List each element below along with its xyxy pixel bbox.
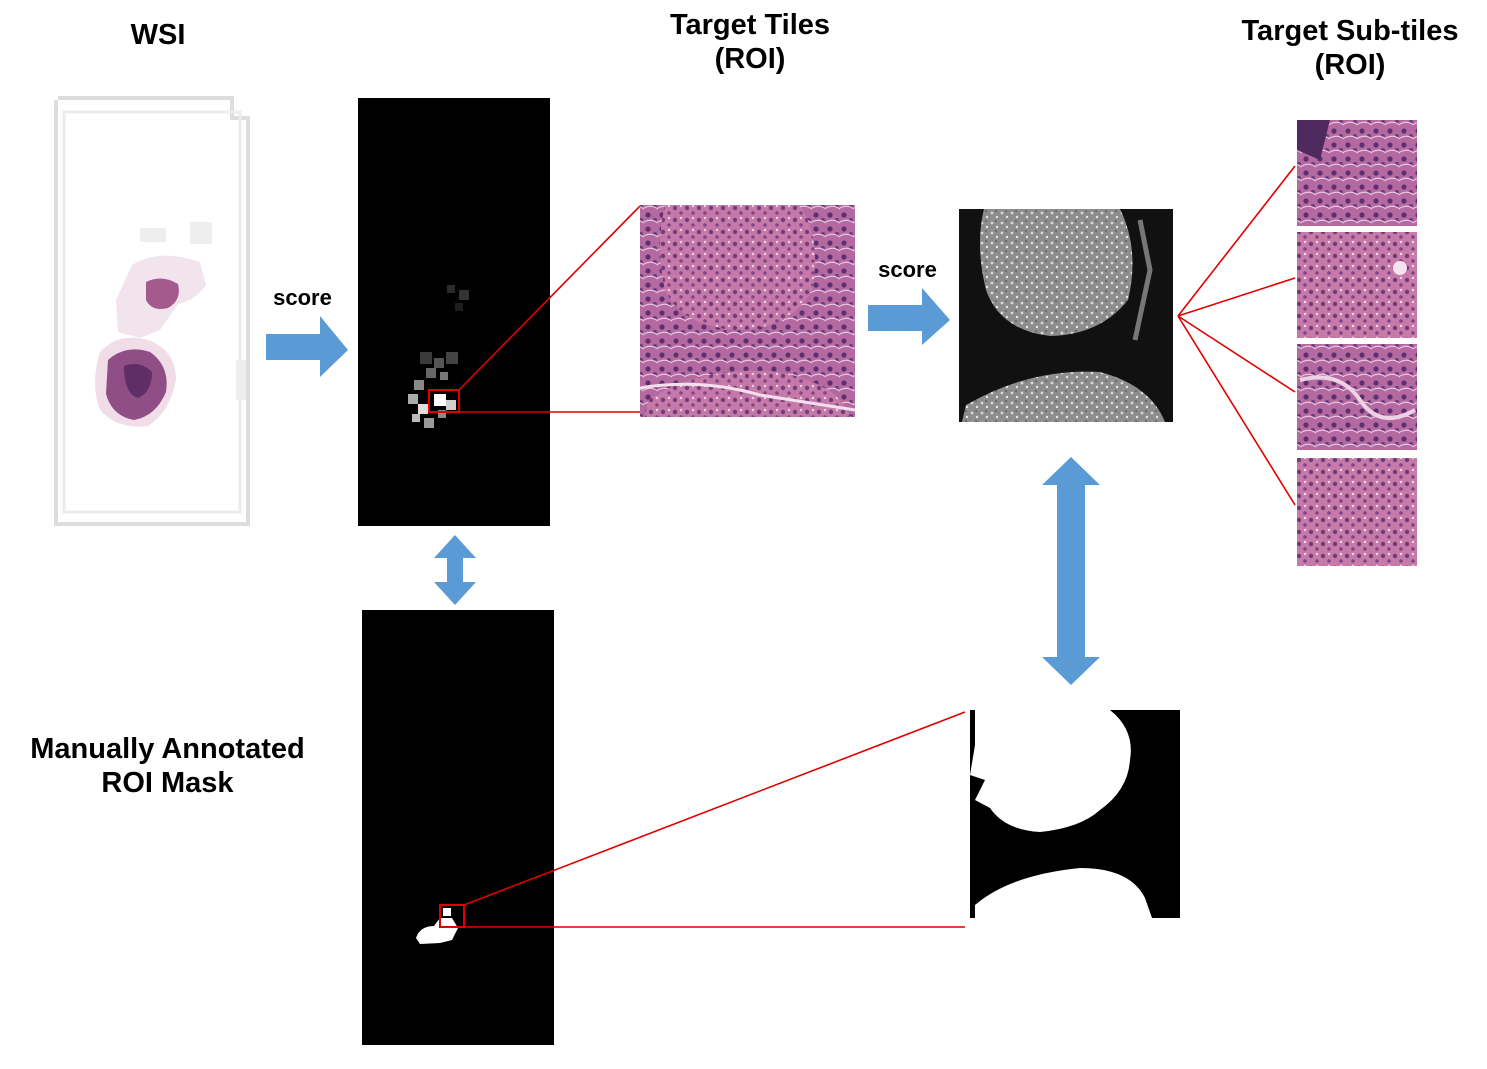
subtile-4 bbox=[1297, 458, 1417, 566]
annotation-mask bbox=[362, 610, 554, 1045]
target-subtiles-label: Target Sub-tiles (ROI) bbox=[1241, 15, 1459, 82]
score-label-left: score bbox=[273, 285, 332, 310]
mask-tile bbox=[970, 710, 1180, 918]
mask-label: Manually Annotated ROI Mask bbox=[30, 733, 305, 800]
subtile-images bbox=[1297, 120, 1417, 566]
compare-arrow-left bbox=[434, 535, 476, 605]
target-tile-image bbox=[639, 205, 856, 417]
predicted-heatmap bbox=[358, 98, 550, 526]
tile-score-map bbox=[959, 209, 1173, 422]
compare-arrow-right bbox=[1042, 457, 1100, 685]
target-tiles-label: Target Tiles (ROI) bbox=[669, 9, 831, 76]
subtile-2 bbox=[1297, 232, 1417, 338]
wsi-slide-image bbox=[54, 90, 250, 526]
score-label-right: score bbox=[878, 257, 937, 282]
score-arrow-right bbox=[868, 288, 950, 345]
wsi-label: WSI bbox=[130, 19, 186, 51]
score-arrow-left bbox=[266, 316, 348, 377]
